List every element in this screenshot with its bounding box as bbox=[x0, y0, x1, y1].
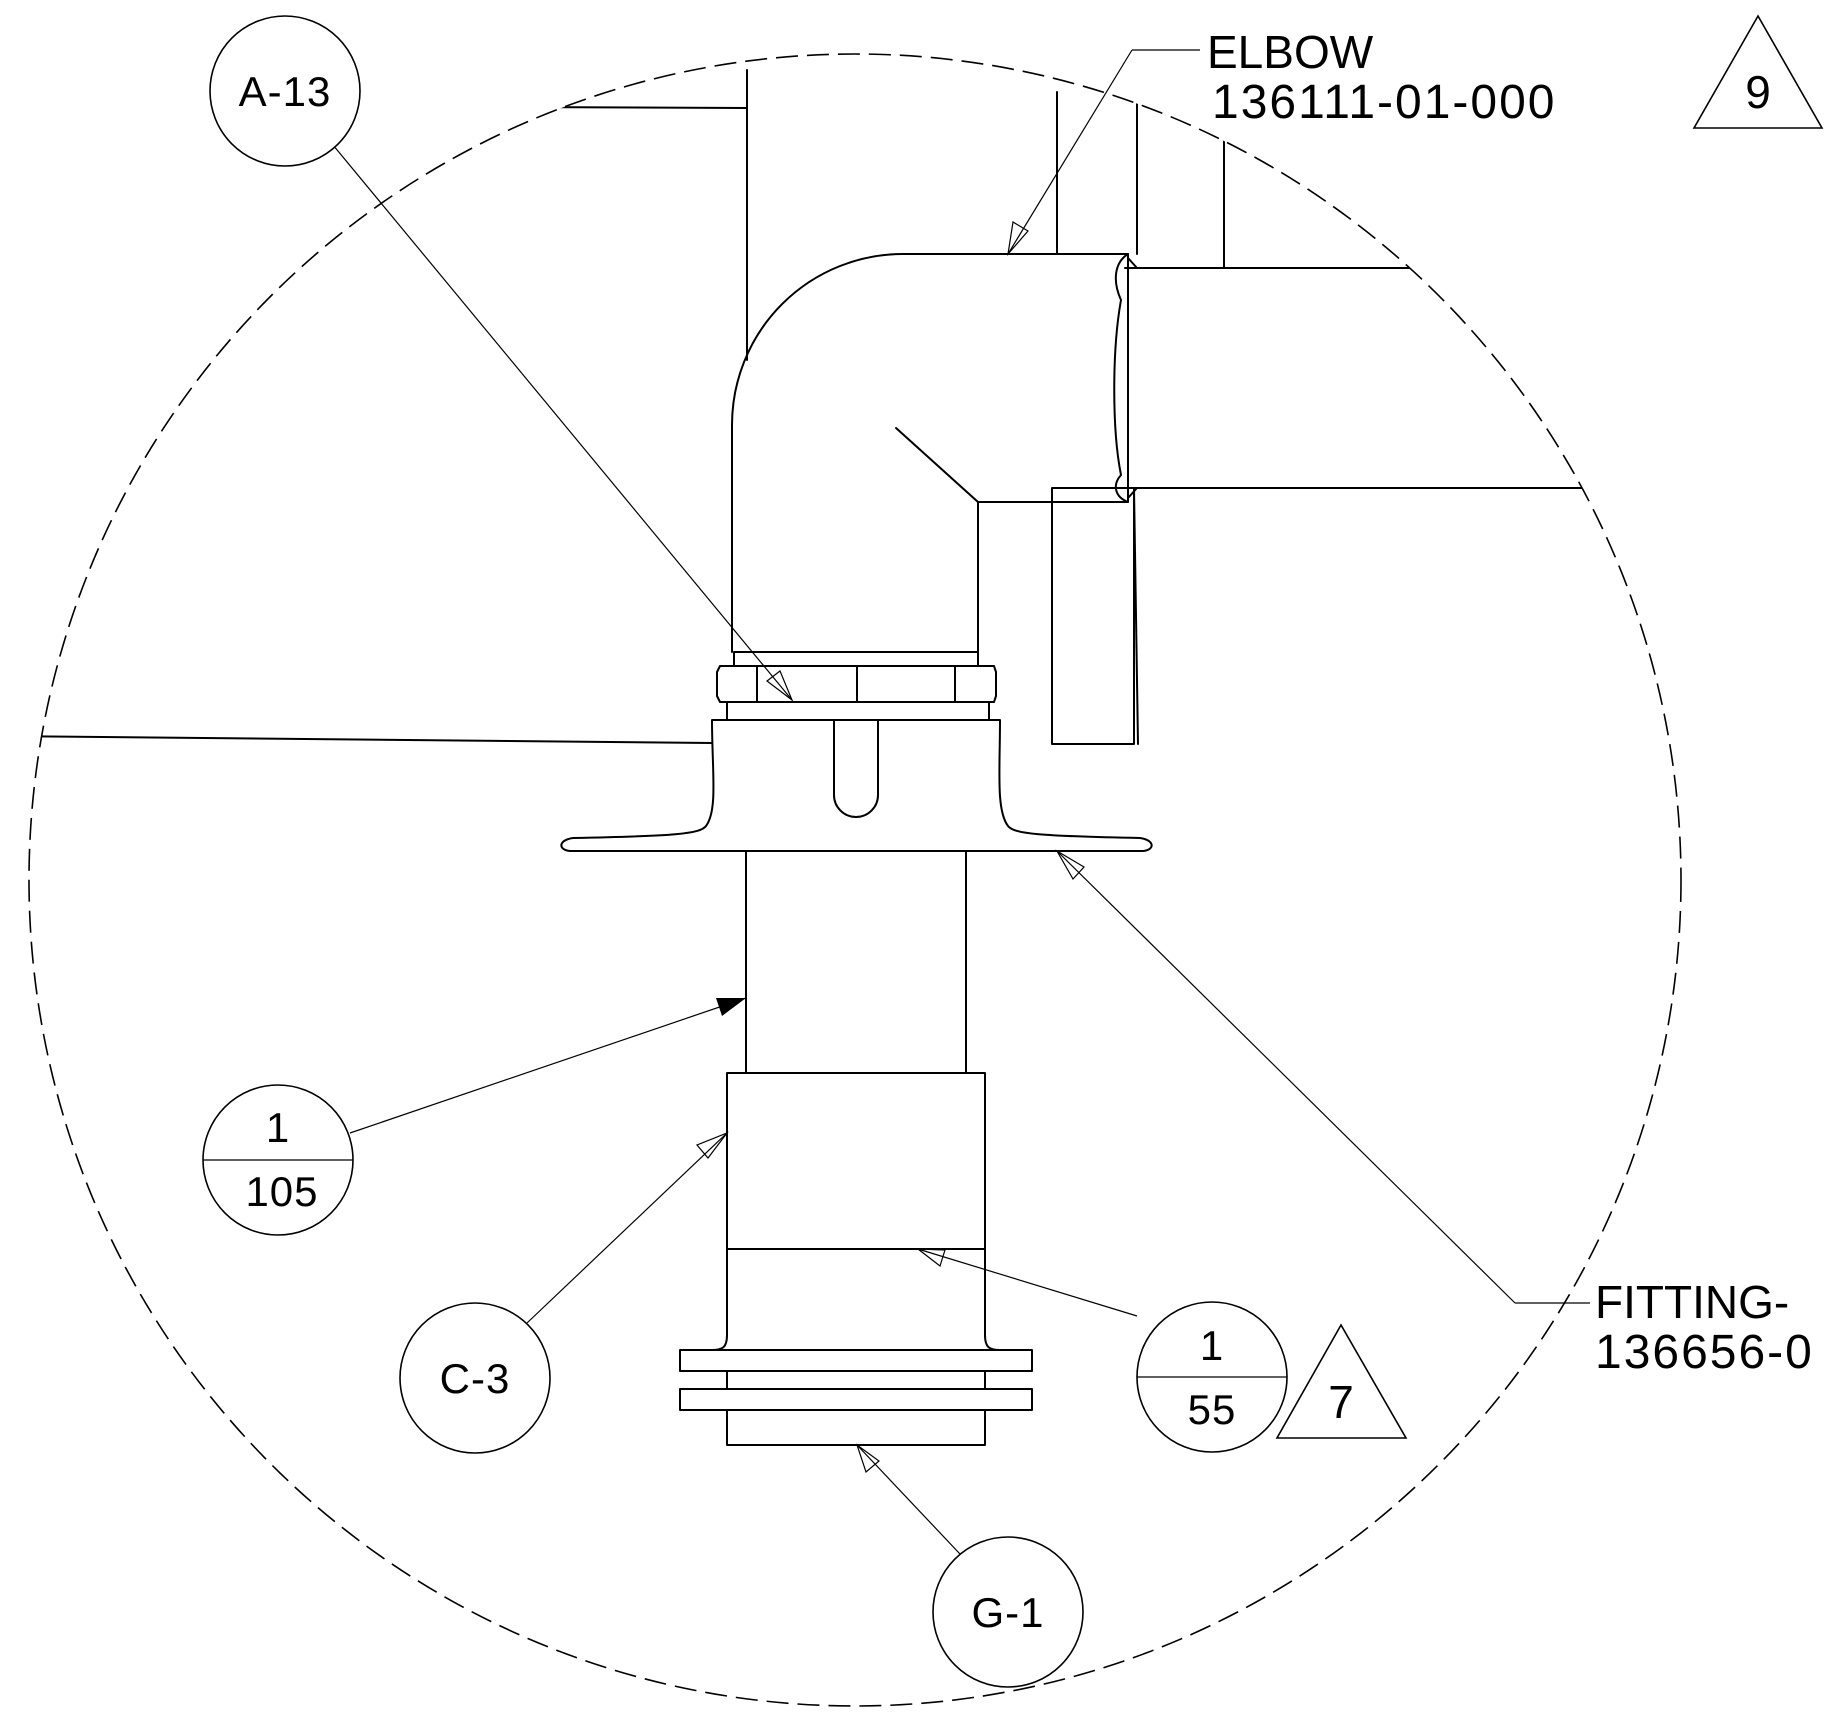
detail-55-top: 1 bbox=[1200, 1322, 1224, 1369]
flag-7-label: 7 bbox=[1328, 1376, 1354, 1428]
detail-105-top: 1 bbox=[266, 1104, 290, 1151]
detail-boundary-circle bbox=[28, 53, 1682, 1707]
elbow-part-number: 136111-01-000 bbox=[1212, 76, 1557, 129]
callout-detail-55: 1 55 bbox=[1136, 1301, 1288, 1453]
nut bbox=[716, 651, 997, 721]
revision-flag-7: 7 bbox=[1275, 1323, 1408, 1439]
callout-g1-label: G-1 bbox=[971, 1589, 1044, 1636]
fitting-name: FITTING- bbox=[1595, 1276, 1789, 1328]
elbow-name: ELBOW bbox=[1207, 26, 1374, 78]
callout-c3-label: C-3 bbox=[440, 1355, 511, 1402]
detail-105-bottom: 105 bbox=[245, 1168, 318, 1215]
callout-a13: A-13 bbox=[209, 15, 361, 167]
fitting-part-number: 136656-0 bbox=[1595, 1326, 1814, 1379]
lower-assembly bbox=[679, 850, 1033, 1446]
flag-9-label: 9 bbox=[1745, 66, 1771, 118]
callout-detail-105: 1 105 bbox=[202, 1084, 354, 1236]
elbow-label: ELBOW 136111-01-000 bbox=[1207, 26, 1557, 129]
revision-flag-9: 9 bbox=[1692, 14, 1824, 129]
callout-g1: G-1 bbox=[932, 1536, 1084, 1688]
detail-55-bottom: 55 bbox=[1188, 1386, 1237, 1433]
callout-c3: C-3 bbox=[399, 1302, 551, 1454]
fitting-label: FITTING- 136656-0 bbox=[1595, 1276, 1814, 1379]
fitting bbox=[560, 719, 1153, 852]
elbow bbox=[731, 253, 1138, 653]
leader-lines bbox=[332, 49, 1590, 1555]
callout-a13-label: A-13 bbox=[239, 68, 332, 115]
background-structure bbox=[29, 69, 1681, 745]
